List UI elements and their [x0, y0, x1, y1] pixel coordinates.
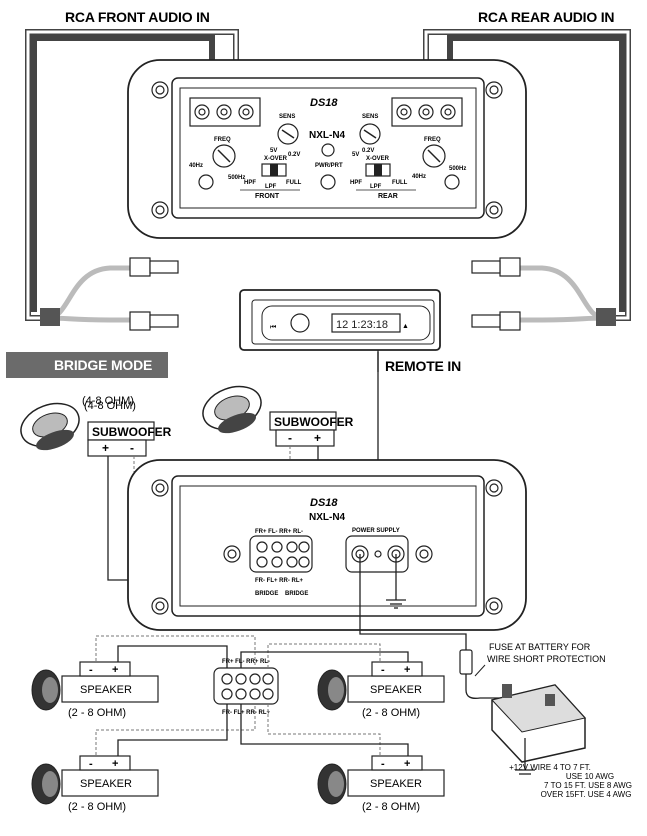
speaker-rl-ohm: (2 - 8 OHM)	[68, 801, 126, 813]
brand-logo-top: DS18	[310, 97, 338, 109]
xover-label-rear: X-OVER	[366, 156, 390, 162]
sub-left-ohm: (4-8 OHM)	[84, 400, 136, 412]
remote-in-label: REMOTE IN	[385, 358, 461, 374]
speaker-front-left: SPEAKER - + (2 - 8 OHM)	[31, 661, 159, 719]
speaker-fl-plus: +	[112, 664, 118, 676]
wire-note-line2: USE 10 AWG	[566, 772, 614, 781]
speaker-rr-plus: +	[404, 758, 410, 770]
sens-label-rear: SENS	[362, 114, 378, 120]
terminal-top-labels: FR+ FL- RR+ RL-	[255, 529, 303, 535]
sub-right-ohm: (4-8 OHM)	[82, 395, 134, 407]
amplifier-bottom-panel: DS18 NXL-N4 FR+ FL- RR+ RL- FR- FL+ RR- …	[127, 459, 527, 631]
wire-note-line3: 7 TO 15 FT. USE 8 AWG	[544, 781, 632, 790]
amplifier-top-panel: DS18 NXL-N4 SENS SENS 5V 0.2V 0.2V 5V PW…	[127, 59, 527, 239]
speaker-rr-label: SPEAKER	[370, 778, 422, 790]
volume-knob-icon	[290, 313, 310, 333]
speaker-rr-ohm: (2 - 8 OHM)	[362, 801, 420, 813]
sub-right-minus: -	[288, 431, 292, 445]
speaker-fl-label: SPEAKER	[80, 684, 132, 696]
center-terminal-bottom-labels: FR- FL+ RR- RL+	[222, 710, 270, 716]
five-v-front: 5V	[270, 148, 277, 154]
brand-logo-bottom: DS18	[310, 497, 338, 509]
center-terminal: FR+ FL- RR+ RL- FR- FL+ RR- RL+	[213, 659, 279, 716]
center-terminal-top-labels: FR+ FL- RR+ RL-	[222, 659, 270, 665]
point-two-v-rear: 0.2V	[362, 148, 374, 154]
speaker-fl-ohm: (2 - 8 OHM)	[68, 707, 126, 719]
subwoofer-right: (4-8 OHM) SUBWOOFER - +	[82, 385, 354, 447]
fuse-note-line1: FUSE AT BATTERY FOR	[489, 642, 591, 652]
five-v-rear: 5V	[352, 152, 359, 158]
fuse-icon	[459, 649, 473, 675]
full-label-front: FULL	[286, 180, 302, 186]
bridge-label-1: BRIDGE	[255, 591, 278, 597]
sub-left-plus: +	[102, 441, 109, 455]
headunit-display: 12 1:23:18	[336, 319, 388, 331]
fuse-battery-group: FUSE AT BATTERY FOR WIRE SHORT PROTECTIO…	[459, 642, 632, 799]
full-label-rear: FULL	[392, 180, 408, 186]
speaker-rl-plus: +	[112, 758, 118, 770]
bridge-mode-label: BRIDGE MODE	[54, 357, 152, 373]
xover-label-front: X-OVER	[264, 156, 288, 162]
fuse-note-line2: WIRE SHORT PROTECTION	[487, 654, 606, 664]
wire-note-line4: OVER 15FT. USE 4 AWG	[541, 790, 632, 799]
sub-right-plus: +	[314, 431, 321, 445]
speaker-fr-label: SPEAKER	[370, 684, 422, 696]
point-two-v-front: 0.2V	[288, 152, 300, 158]
bridge-label-2: BRIDGE	[285, 591, 308, 597]
lpf-label-front: LPF	[265, 184, 277, 190]
head-unit: 12 1:23:18 ⏮ ▲	[239, 289, 441, 372]
speaker-front-right: SPEAKER - + (2 - 8 OHM)	[317, 661, 445, 719]
wire-note-line1: +12V WIRE 4 TO 7 FT.	[509, 763, 591, 772]
speaker-fl-minus: -	[89, 664, 93, 676]
model-label-top: NXL-N4	[309, 130, 346, 141]
terminal-bottom-labels: FR- FL+ RR- RL+	[255, 578, 303, 584]
hpf-label-front: HPF	[244, 180, 256, 186]
speaker-rear-right: SPEAKER - + (2 - 8 OHM)	[317, 755, 445, 813]
subwoofer-left-label: SUBWOOFER	[92, 425, 172, 439]
skip-back-icon: ⏮	[270, 324, 276, 331]
rca-rear-label: RCA REAR AUDIO IN	[478, 9, 614, 25]
speaker-fr-minus: -	[381, 664, 385, 676]
freq-label-front: FREQ	[214, 137, 231, 143]
speaker-rear-left: SPEAKER - + (2 - 8 OHM)	[31, 755, 159, 813]
rca-front-label: RCA FRONT AUDIO IN	[65, 9, 210, 25]
speaker-rl-label: SPEAKER	[80, 778, 132, 790]
pwr-prt-label: PWR/PRT	[315, 163, 343, 169]
power-led	[321, 143, 335, 157]
ground-icon	[386, 554, 406, 609]
rear-section-label: REAR	[378, 193, 398, 200]
sub-left-minus: -	[130, 441, 134, 455]
model-label-bottom: NXL-N4	[309, 512, 346, 523]
speaker-rr-minus: -	[381, 758, 385, 770]
lpf-label-rear: LPF	[370, 184, 382, 190]
freq-label-rear: FREQ	[424, 137, 441, 143]
forty-hz-rear: 40Hz	[412, 174, 426, 180]
power-supply-label: POWER SUPPLY	[352, 528, 400, 534]
five-hundred-hz-front: 500Hz	[228, 175, 245, 181]
subwoofer-right-label: SUBWOOFER	[274, 415, 354, 429]
front-section-label: FRONT	[255, 193, 280, 200]
rca-plugs-left	[40, 257, 179, 331]
speaker-fr-plus: +	[404, 664, 410, 676]
speaker-fr-ohm: (2 - 8 OHM)	[362, 707, 420, 719]
five-hundred-hz-rear: 500Hz	[449, 166, 466, 172]
forty-hz-front: 40Hz	[189, 163, 203, 169]
rca-plugs-right	[471, 257, 616, 331]
hpf-label-rear: HPF	[350, 180, 362, 186]
speaker-rl-minus: -	[89, 758, 93, 770]
subwoofer-left: (4-8 OHM) SUBWOOFER + -	[20, 400, 172, 457]
sens-label-front: SENS	[279, 114, 295, 120]
eject-icon: ▲	[402, 323, 409, 330]
bridge-mode-banner: BRIDGE MODE	[6, 352, 168, 378]
